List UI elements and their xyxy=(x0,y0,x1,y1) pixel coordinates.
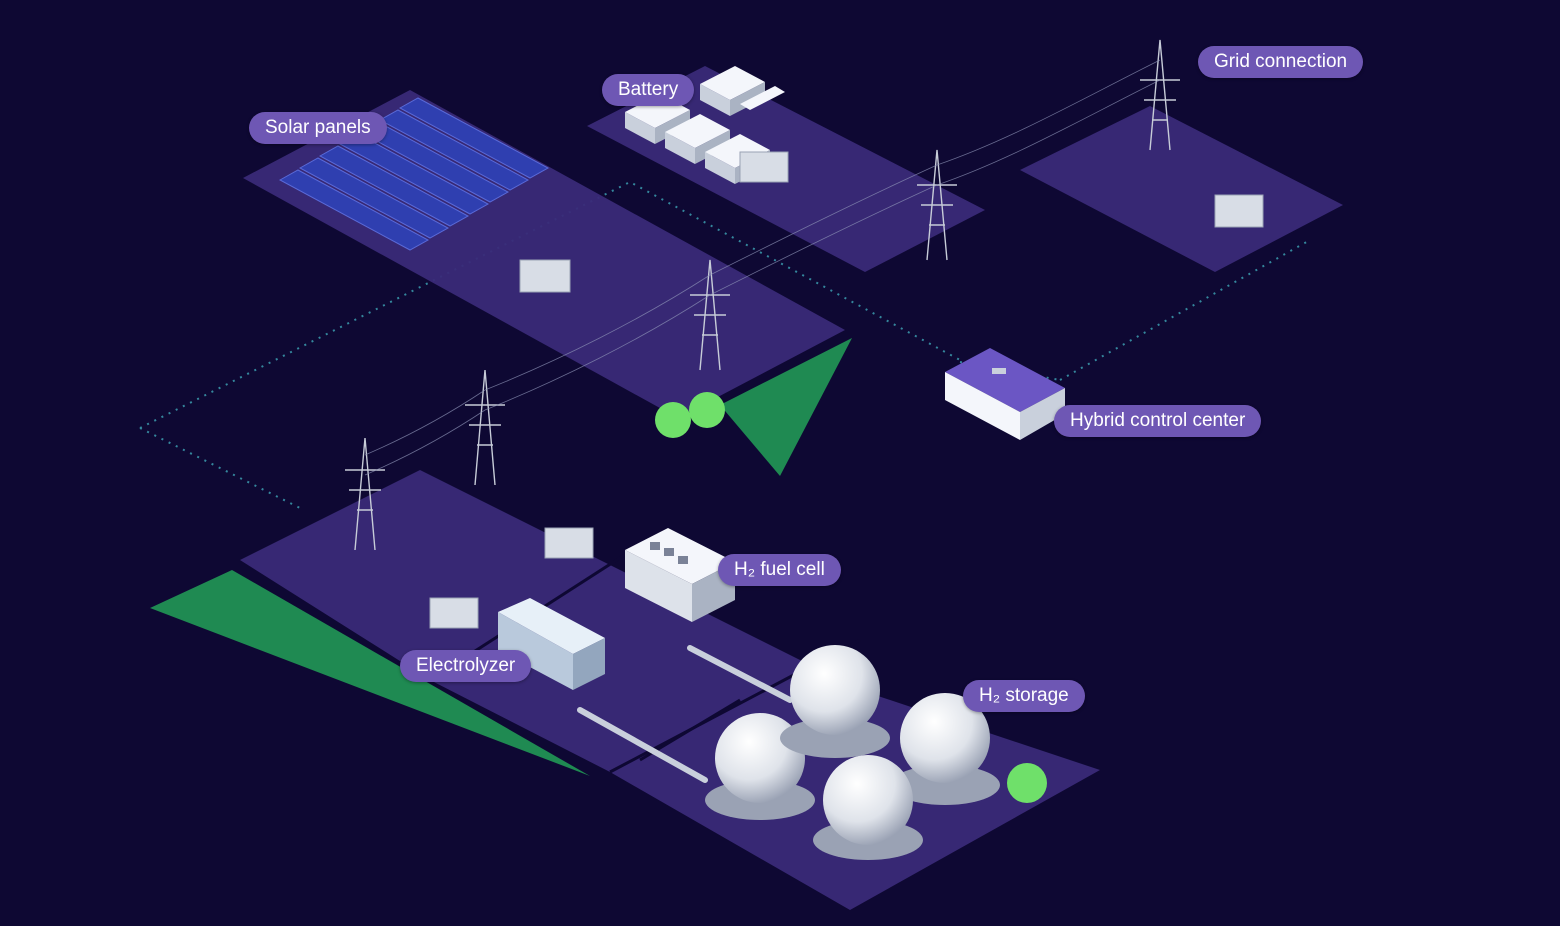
pipes xyxy=(577,645,793,783)
battery-label: Battery xyxy=(602,74,695,106)
hybrid-control-center-label: Hybrid control center xyxy=(1054,405,1262,437)
platform-grid xyxy=(1020,106,1343,272)
grid-connection-label: Grid connection xyxy=(1198,46,1364,78)
transformer-icon xyxy=(429,151,1264,629)
battery-container-icon xyxy=(625,66,785,184)
power-lines xyxy=(364,59,1161,476)
tree-icon xyxy=(655,392,1047,803)
solar-panels-label: Solar panels xyxy=(249,112,387,144)
electrolyzer-container-icon xyxy=(498,598,605,690)
control-building-icon xyxy=(945,348,1065,440)
green-accent-right xyxy=(720,338,852,476)
solar-panel-icon xyxy=(278,97,550,251)
h2-storage-label: H₂ storage xyxy=(963,680,1085,712)
electrolyzer-label: Electrolyzer xyxy=(400,650,532,682)
hydrogen-sphere-tank-icon xyxy=(705,645,1000,860)
green-accent-left xyxy=(150,570,590,776)
h2-fuel-cell-label: H₂ fuel cell xyxy=(718,554,841,586)
